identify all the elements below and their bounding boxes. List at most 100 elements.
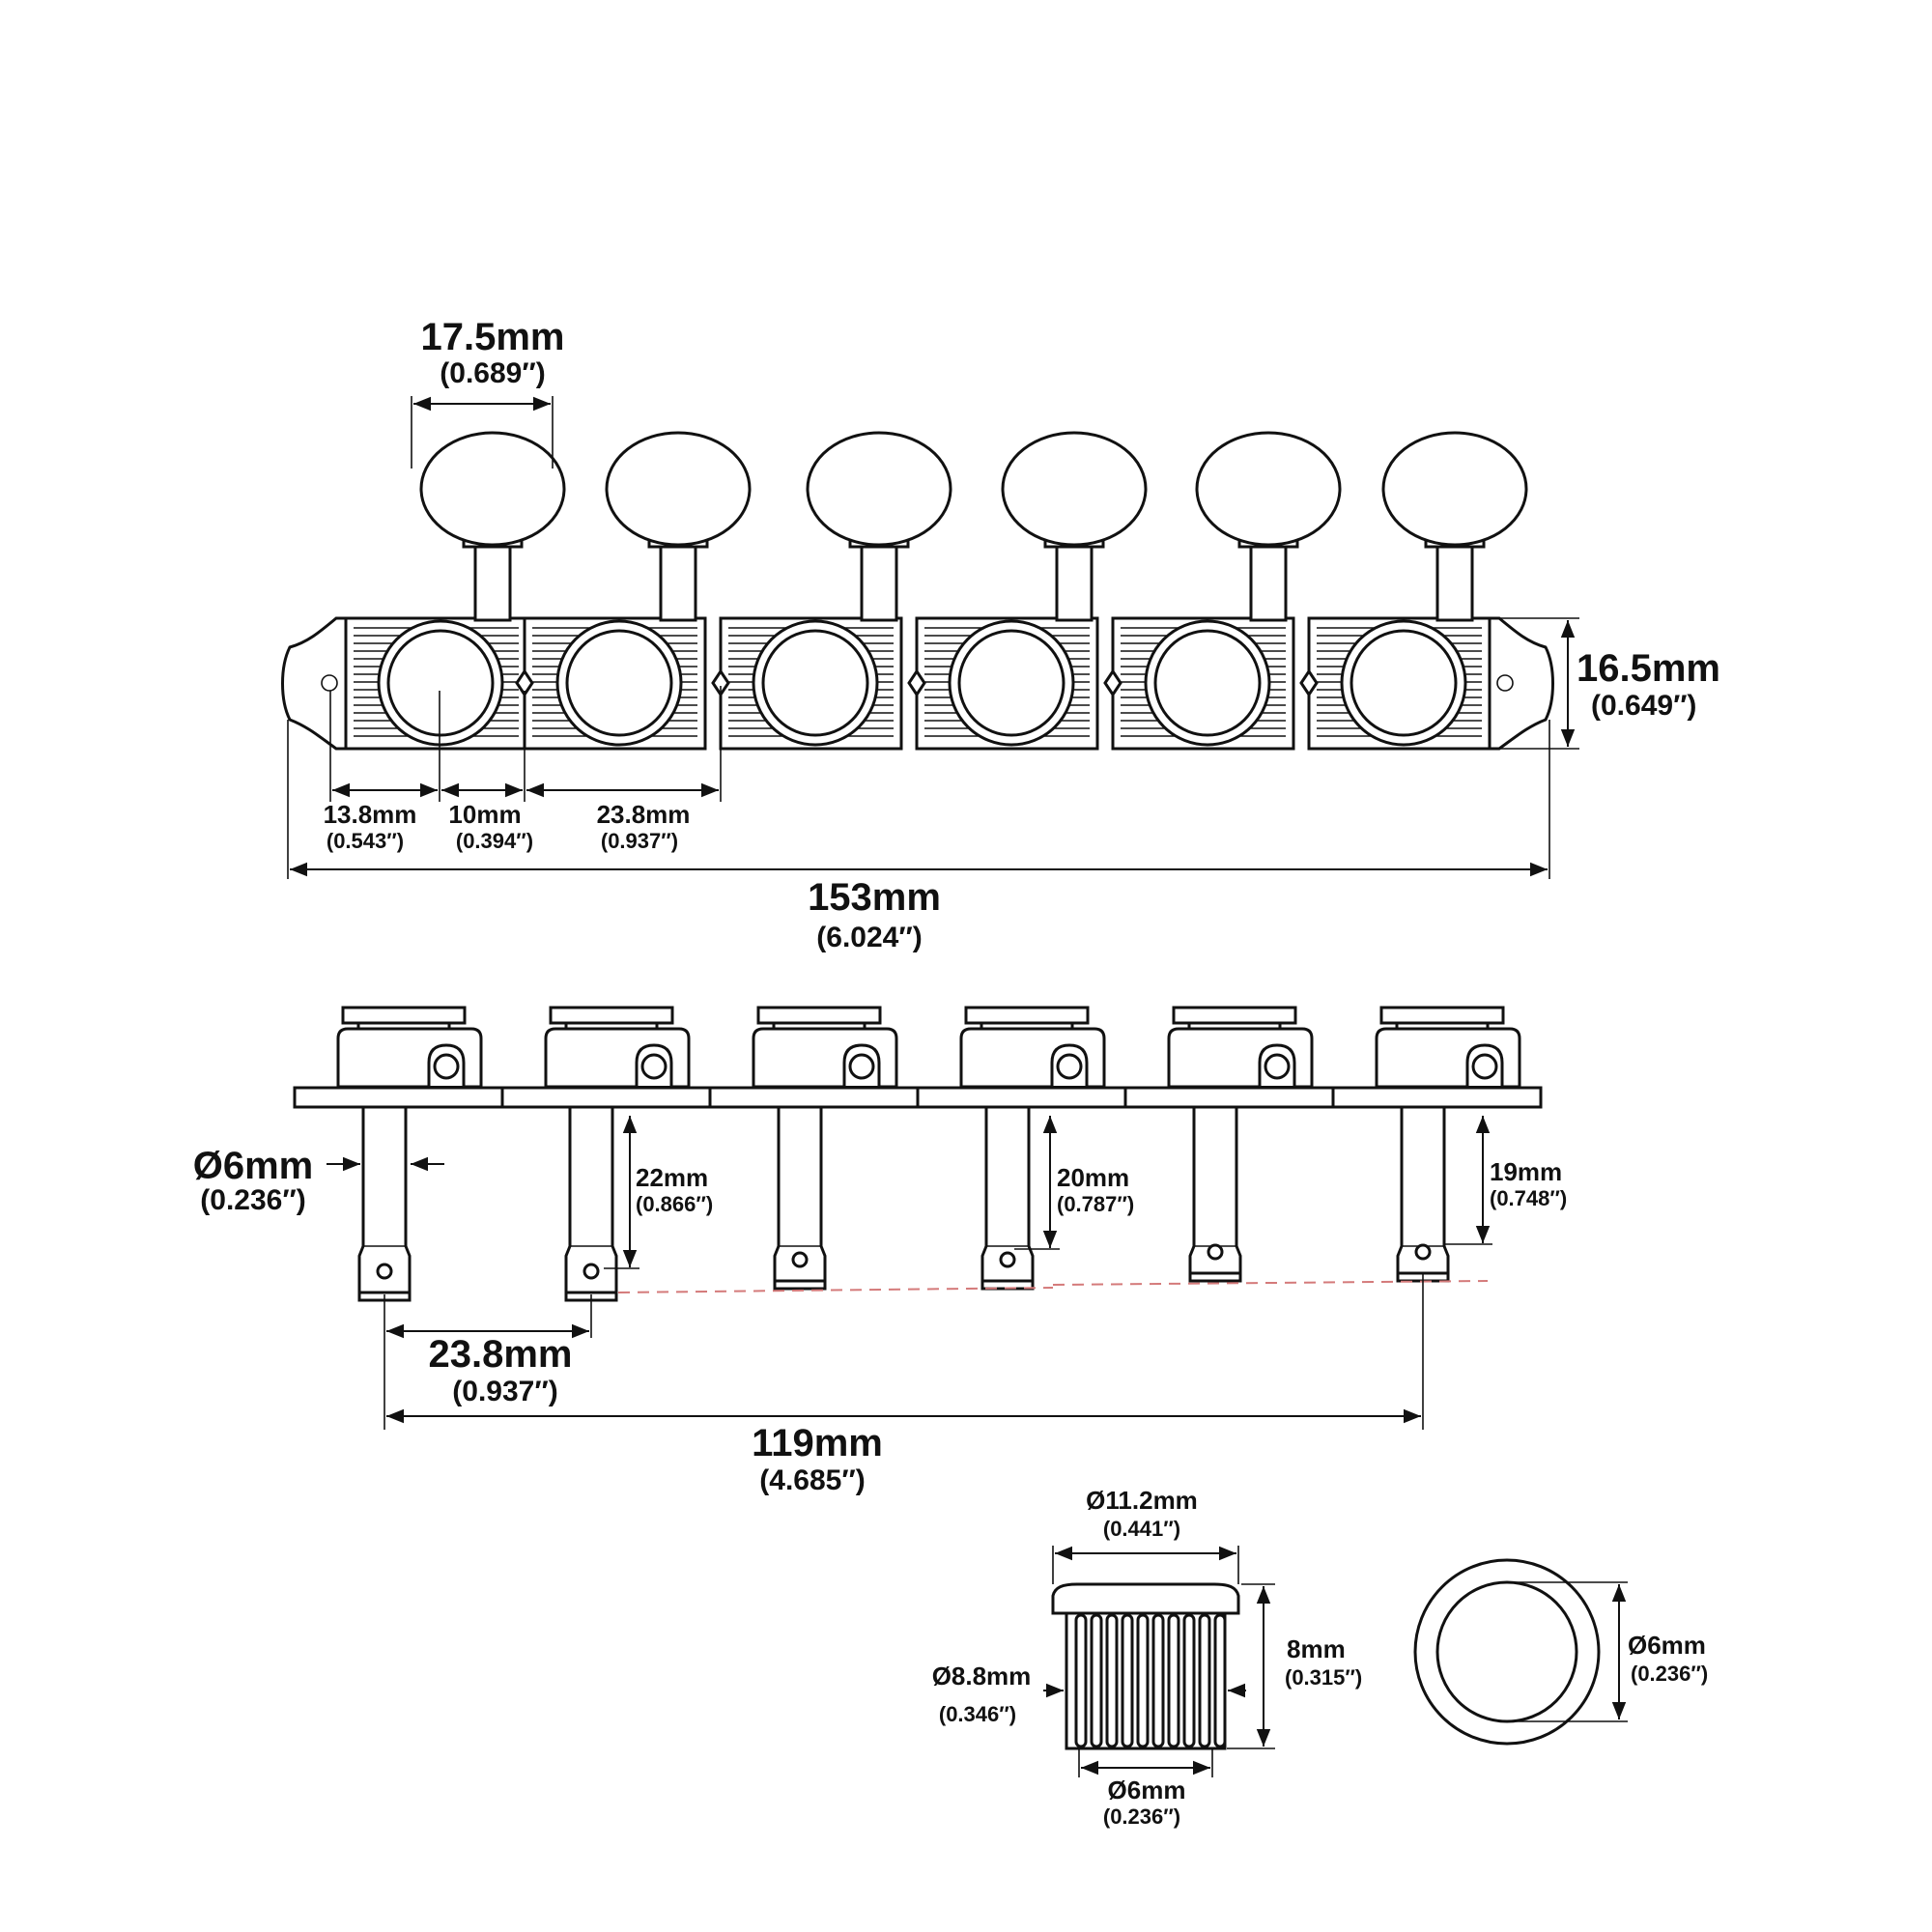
- string-post: [773, 1105, 827, 1291]
- left-mount-hole: [321, 674, 338, 692]
- tuner-knob: [419, 431, 566, 622]
- tuner-knob: [605, 431, 752, 622]
- tuner-knob: [1195, 431, 1342, 622]
- post-spacing-mm: 23.8mm: [429, 1333, 573, 1376]
- bushing-top-bore: [1435, 1580, 1578, 1723]
- side-housing: [1375, 1006, 1521, 1089]
- bushing-ridge: [1074, 1613, 1088, 1748]
- knob-width-mm: 17.5mm: [421, 316, 565, 358]
- end-to-center-in: (0.543″): [327, 829, 404, 853]
- tuner-knob: [1381, 431, 1528, 622]
- string-hole: [791, 1251, 809, 1268]
- string-hole: [376, 1263, 393, 1280]
- string-hole: [1207, 1243, 1224, 1261]
- plate-segment: [1299, 616, 1492, 751]
- plate-segment: [344, 616, 528, 751]
- string-post: [357, 1105, 412, 1302]
- flange-diameter-in: (0.441″): [1103, 1517, 1180, 1541]
- plate-segment: [1103, 616, 1295, 751]
- string-hole: [999, 1251, 1016, 1268]
- end-to-center-mm: 13.8mm: [324, 800, 417, 829]
- center-to-hole-in: (0.394″): [456, 829, 533, 853]
- bushing-height-mm: 8mm: [1287, 1634, 1346, 1663]
- tuner-knob: [806, 431, 952, 622]
- string-hole: [582, 1263, 600, 1280]
- bushing-detail: Ø11.2mm (0.441″) Ø8.8mm (0.346″) 8mm (0.…: [932, 1486, 1709, 1829]
- post-long-mm: 22mm: [636, 1163, 708, 1192]
- bushing-ridge: [1198, 1613, 1211, 1748]
- bore-top-in: (0.236″): [1631, 1662, 1708, 1686]
- plate-height-in: (0.649″): [1591, 690, 1696, 722]
- plate-segment: [907, 616, 1099, 751]
- tuner-knobs: [419, 431, 1528, 622]
- string-post: [1396, 1105, 1450, 1283]
- string-post: [1188, 1105, 1242, 1283]
- joint-diamond: [1103, 668, 1122, 697]
- post-end-reference-line: [617, 1287, 1054, 1293]
- base-plate-segment: [708, 1086, 920, 1109]
- bushing-ridge: [1121, 1613, 1134, 1748]
- base-plate-segment: [1331, 1086, 1543, 1109]
- bushing-ridge: [1213, 1613, 1227, 1748]
- side-view: Ø6mm (0.236″) 22mm (0.866″) 20mm (0.787″…: [193, 1006, 1567, 1496]
- plate-segment: [711, 616, 903, 751]
- post-mid-in: (0.787″): [1057, 1192, 1134, 1216]
- overall-length-in: (6.024″): [816, 922, 922, 953]
- base-plate-segment: [916, 1086, 1127, 1109]
- body-diameter-in: (0.346″): [939, 1702, 1016, 1726]
- side-housing: [752, 1006, 898, 1089]
- joint-diamond: [1299, 668, 1319, 697]
- plate-height-mm-label: 16.5mm: [1577, 647, 1720, 690]
- body-diameter-mm: Ø8.8mm: [932, 1662, 1032, 1690]
- bore-top-mm: Ø6mm: [1628, 1631, 1706, 1660]
- side-housing: [959, 1006, 1106, 1089]
- post-diameter-mm: Ø6mm: [193, 1145, 314, 1187]
- bushing-ridge: [1151, 1613, 1165, 1748]
- side-housing: [1167, 1006, 1314, 1089]
- top-view: 17.5mm (0.689″) 16.5mm (0.649″) 13.8mm (…: [281, 316, 1720, 953]
- string-hole: [1414, 1243, 1432, 1261]
- base-plate-segment: [293, 1086, 504, 1109]
- side-housing: [544, 1006, 691, 1089]
- flange-diameter-mm: Ø11.2mm: [1086, 1486, 1198, 1515]
- side-housings: [336, 1006, 1521, 1089]
- string-post: [980, 1105, 1035, 1291]
- bushing-ridge: [1090, 1613, 1103, 1748]
- side-posts: [357, 1105, 1450, 1302]
- knob-width-in: (0.689″): [440, 357, 545, 389]
- base-plate-segment: [1123, 1086, 1335, 1109]
- tuner-knob: [1001, 431, 1148, 622]
- side-base-plates: [293, 1086, 1543, 1109]
- bore-bottom-mm: Ø6mm: [1108, 1776, 1186, 1804]
- bushing-ridge: [1167, 1613, 1180, 1748]
- joint-diamond: [907, 668, 926, 697]
- plate-segment: [515, 616, 707, 751]
- segment-width-mm: 23.8mm: [597, 800, 691, 829]
- bushing-flange: [1051, 1582, 1240, 1615]
- post-span-in: (4.685″): [759, 1464, 865, 1496]
- post-span-mm: 119mm: [752, 1422, 883, 1464]
- bushing-ridge: [1136, 1613, 1150, 1748]
- left-end-wing: [281, 616, 348, 751]
- post-short-in: (0.748″): [1490, 1186, 1567, 1210]
- segment-width-in: (0.937″): [601, 829, 678, 853]
- bushing-ridge: [1105, 1613, 1119, 1748]
- post-mid-mm: 20mm: [1057, 1163, 1129, 1192]
- post-spacing-in: (0.937″): [452, 1376, 557, 1407]
- bushing-ridges: [1074, 1613, 1227, 1748]
- bore-bottom-in: (0.236″): [1103, 1804, 1180, 1829]
- post-diameter-in: (0.236″): [200, 1184, 305, 1216]
- right-end-wing: [1488, 616, 1554, 751]
- post-long-in: (0.866″): [636, 1192, 713, 1216]
- string-post: [564, 1105, 618, 1302]
- plate-segments: [344, 616, 1492, 751]
- bushing-height-in: (0.315″): [1285, 1665, 1362, 1690]
- base-plate-segment: [500, 1086, 712, 1109]
- right-mount-hole: [1496, 674, 1514, 692]
- post-short-mm: 19mm: [1490, 1157, 1562, 1186]
- side-housing: [336, 1006, 483, 1089]
- center-to-hole-mm: 10mm: [448, 800, 521, 829]
- bushing-ridge: [1182, 1613, 1196, 1748]
- overall-length-mm: 153mm: [808, 876, 941, 919]
